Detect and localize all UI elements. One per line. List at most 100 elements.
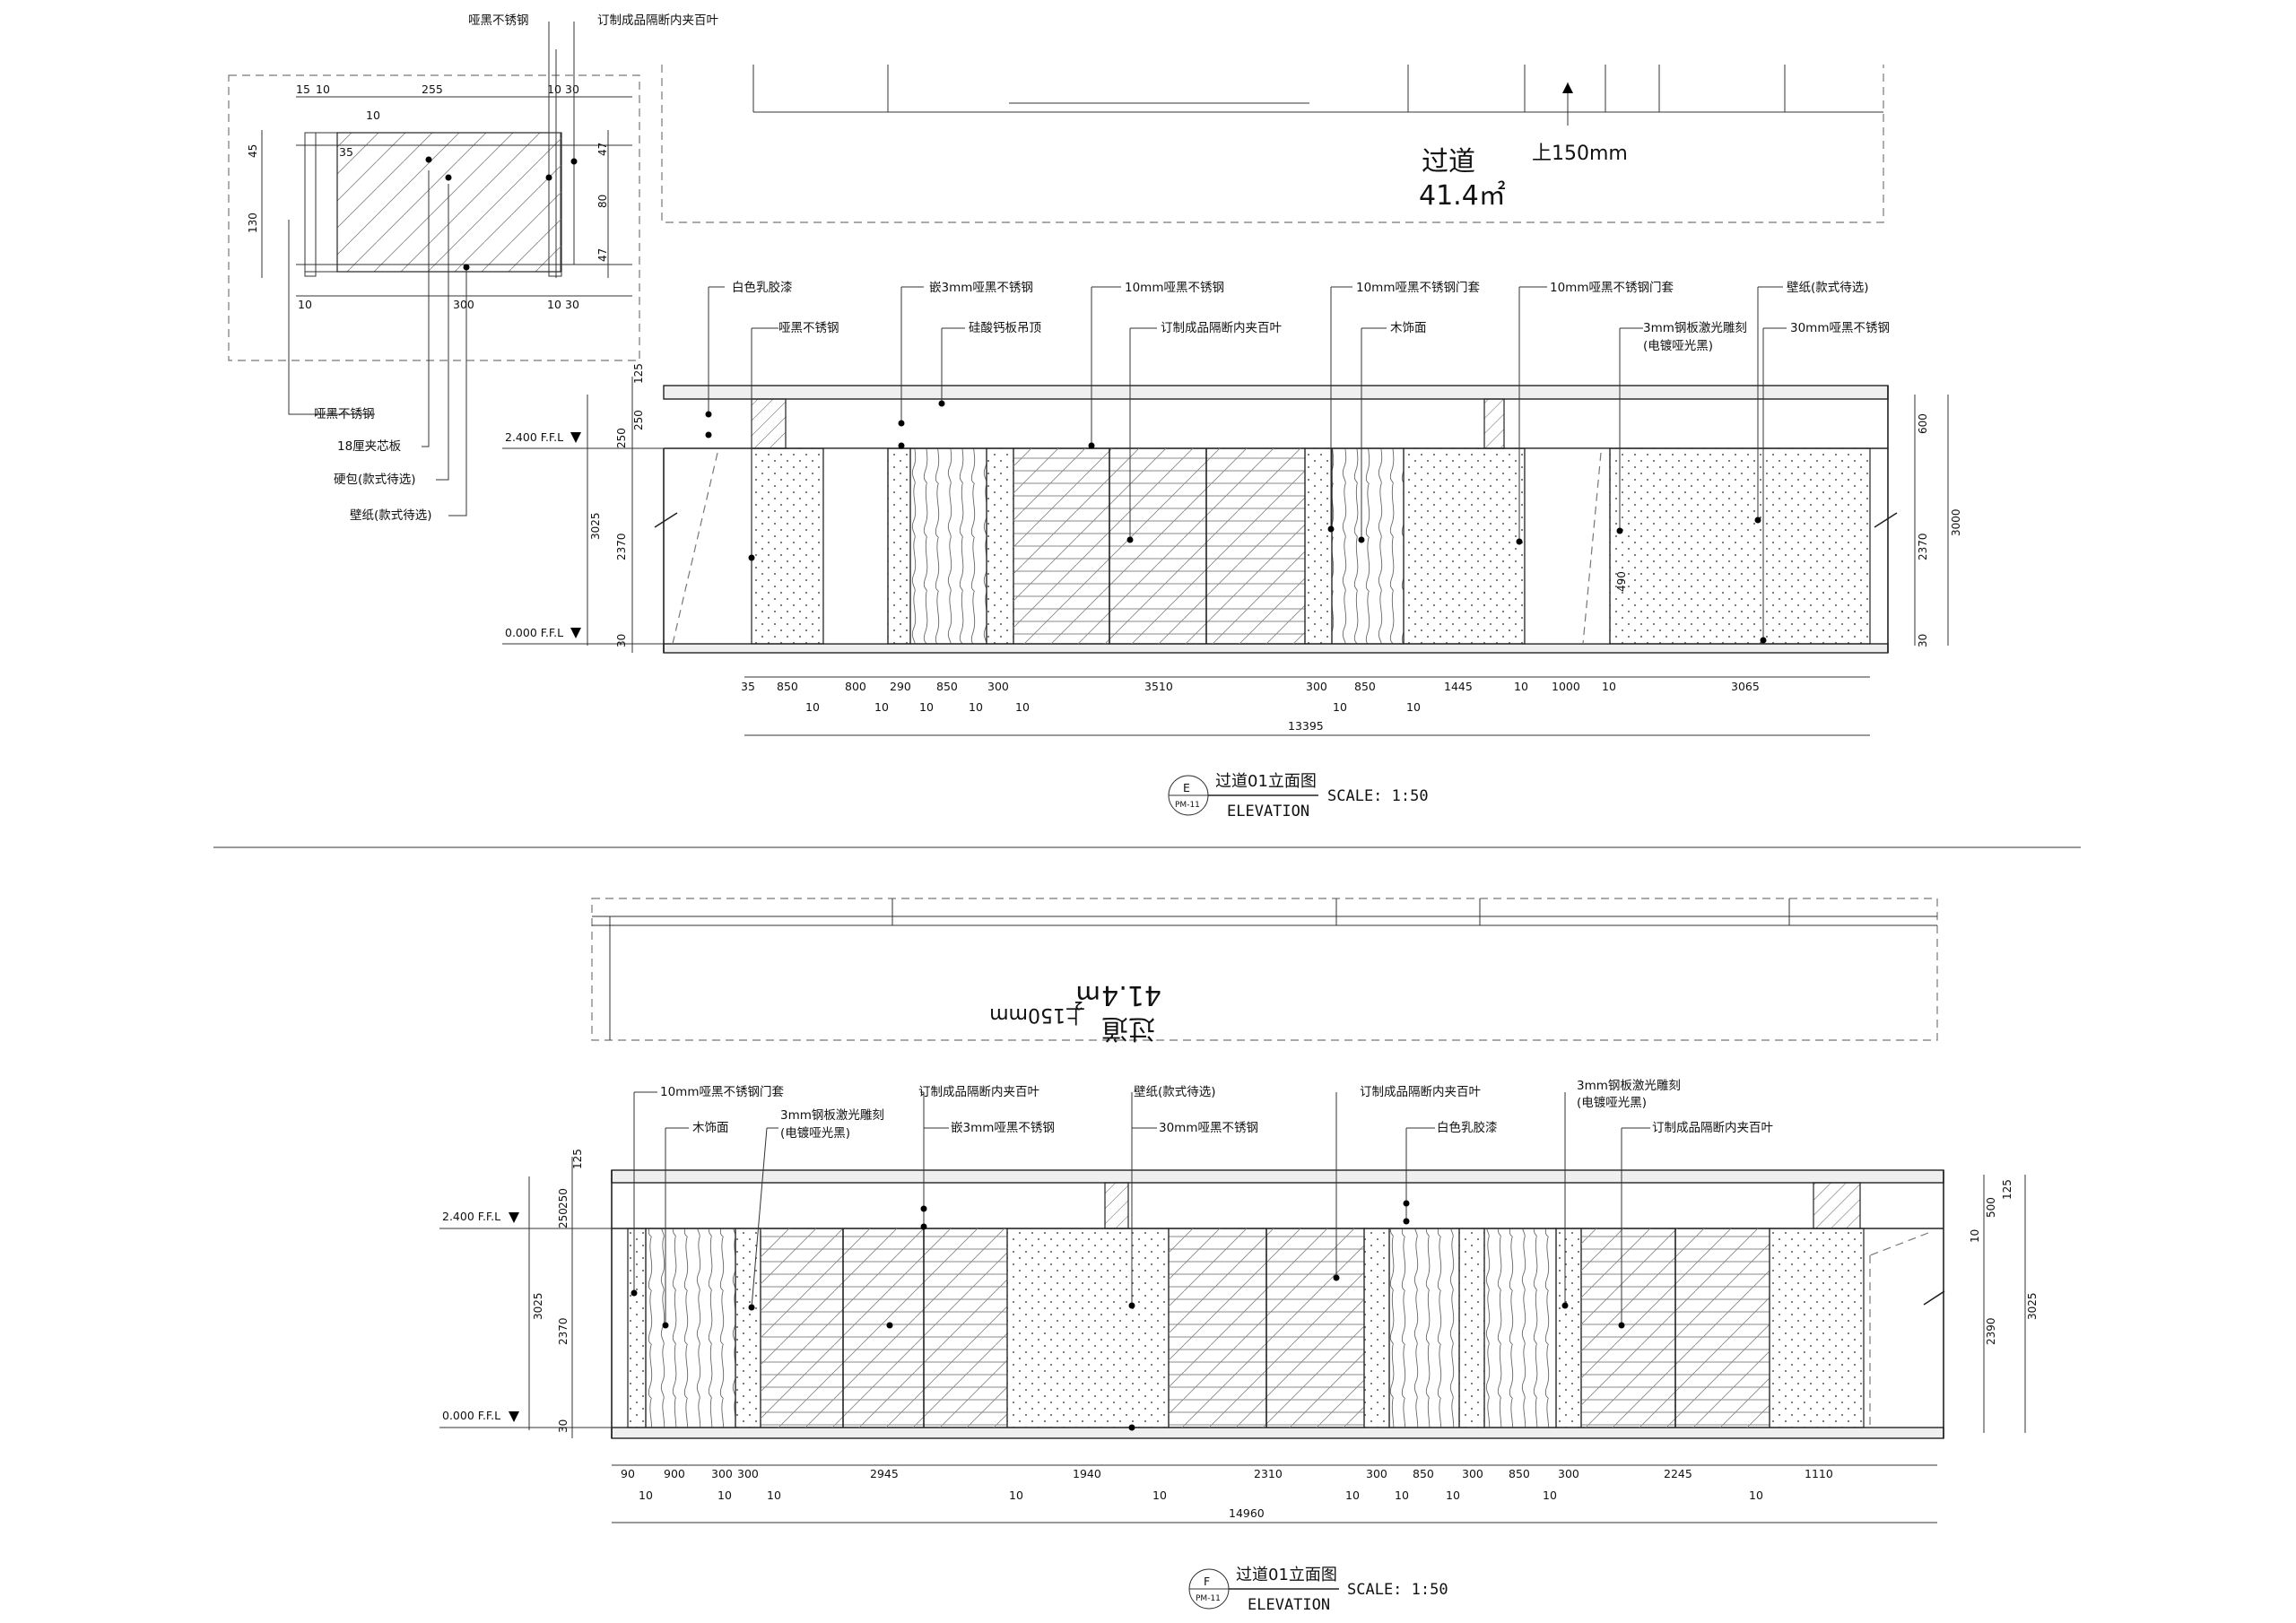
- elev-e-dim-bottom: 800: [845, 680, 866, 693]
- level-bottom-label: 0.000 F.F.L: [505, 626, 563, 639]
- elev-f-dim-sub: 10: [1345, 1488, 1360, 1502]
- elev-f-label: 10mm哑黑不锈钢门套: [660, 1085, 784, 1099]
- elev-f-dim-left: 30: [557, 1419, 570, 1433]
- elev-e-label: 壁纸(款式待选): [1787, 281, 1869, 295]
- plan-arrow-head: [1562, 82, 1573, 93]
- elev-f-dim-bottom: 850: [1413, 1467, 1434, 1480]
- elev-e-dim-left: 2370: [615, 533, 628, 560]
- bulkhead: [1483, 398, 1505, 449]
- wood-veneer-panel: [909, 447, 987, 645]
- steel-strip: [1304, 447, 1333, 645]
- elev-e-label: 订制成品隔断内夹百叶: [1161, 321, 1282, 335]
- louver-glass: [761, 1228, 1007, 1428]
- leader-line: [751, 1127, 768, 1308]
- elev-e-dim-right: 490: [1615, 571, 1628, 592]
- steel-strip: [986, 447, 1014, 645]
- detail-label-top: 哑黑不锈钢: [468, 13, 529, 28]
- elevation-scale: SCALE: 1:50: [1327, 787, 1429, 805]
- steel-strip: [1458, 1228, 1485, 1428]
- elev-f-dim-right: 500: [1985, 1197, 1997, 1218]
- elev-e-dim-bottom: 1000: [1552, 680, 1580, 693]
- steel-strip: [1555, 1228, 1582, 1428]
- elev-f-dim-bottom: 300: [1558, 1467, 1579, 1480]
- detail-dim-bottom: 10: [298, 298, 312, 311]
- door-swing: [1582, 452, 1602, 645]
- elev-e-label: 10mm哑黑不锈钢门套: [1550, 281, 1674, 295]
- elev-f-label: 木饰面: [692, 1121, 729, 1135]
- door-panel: [822, 447, 889, 645]
- steel-strip: [627, 1228, 647, 1428]
- elev-f-dim-left: 3025: [532, 1292, 544, 1320]
- leader-dot: [463, 264, 470, 271]
- elev-e-dim-sub: 10: [1333, 700, 1347, 714]
- leader-line: [436, 184, 449, 481]
- level-triangle: [509, 1411, 519, 1422]
- leader-line: [422, 170, 430, 447]
- elev-f-dim-left: 2370: [557, 1317, 570, 1345]
- elev-f-label: 订制成品隔断内夹百叶: [1652, 1121, 1773, 1135]
- elev-f-dim-left: 250: [557, 1208, 570, 1228]
- elev-f-dim-sub: 10: [1152, 1488, 1167, 1502]
- elev-e-dim-left: 250: [615, 428, 628, 448]
- elev-e-dim-right: 3000: [1950, 508, 1962, 536]
- detail-dim-bottom: 300: [453, 298, 474, 311]
- wallpaper-panel: [1769, 1228, 1865, 1428]
- plan-strip-top: 过道 41.4㎡ 上150mm: [661, 65, 1884, 223]
- detail-dim-top: 10: [547, 82, 561, 96]
- elev-e-label: 白色乳胶漆: [732, 280, 793, 295]
- level-top-label: 2.400 F.F.L: [505, 430, 563, 444]
- elev-f-dim-sub: 10: [1543, 1488, 1557, 1502]
- detail-left-steel: [304, 132, 317, 277]
- elev-e-label: 3mm钢板激光雕刻: [1643, 321, 1747, 335]
- door-panel: [1524, 447, 1611, 645]
- break-mark: [1923, 1290, 1945, 1306]
- elev-f-label: 3mm钢板激光雕刻: [1577, 1079, 1681, 1093]
- detail-dim-bottom: 10: [547, 298, 561, 311]
- elev-f-dim-bottom: 300: [711, 1467, 733, 1480]
- break-mark: [654, 512, 678, 528]
- wood-veneer-panel: [645, 1228, 736, 1428]
- section-detail: 15 10 255 10 30 10 35 45 130 47 80 47 10…: [228, 13, 718, 523]
- elev-f-dim-sub: 10: [1009, 1488, 1023, 1502]
- elevation-marker-letter: E: [1183, 781, 1190, 794]
- elev-e-dim-bottom: 850: [777, 680, 798, 693]
- elev-f-dim-sub: 10: [639, 1488, 653, 1502]
- elev-e-label: 木饰面: [1390, 321, 1427, 335]
- leader-dot: [445, 174, 452, 181]
- detail-dim-inner: 35: [339, 145, 353, 159]
- steel-strip: [1363, 1228, 1390, 1428]
- plan-frame: [591, 898, 1938, 1041]
- level-bottom-label: 0.000 F.F.L: [442, 1409, 500, 1422]
- elev-f-label-note: (电镀哑光黑): [780, 1125, 850, 1141]
- elev-f-label: 嵌3mm哑黑不锈钢: [951, 1121, 1055, 1135]
- louver-glass: [1013, 448, 1305, 644]
- detail-label-bottom: 硬包(款式待选): [334, 473, 416, 487]
- elevation-marker-letter: F: [1204, 1575, 1210, 1588]
- elevation-marker-sheet: PM-11: [1175, 801, 1200, 810]
- elev-e-dim-left: 30: [615, 634, 628, 647]
- elev-f-label: 白色乳胶漆: [1437, 1120, 1498, 1135]
- plan-room-name: 过道: [1101, 1012, 1155, 1044]
- elev-e-dim-sub: 10: [919, 700, 934, 714]
- elev-f-dim-right: 2390: [1985, 1317, 1997, 1345]
- elev-e-dim-bottom: 850: [936, 680, 958, 693]
- wood-veneer-panel: [1331, 447, 1405, 645]
- elev-e-dim-bottom: 1445: [1444, 680, 1473, 693]
- elev-f-dim-sub: 10: [1749, 1488, 1763, 1502]
- bulkhead: [1104, 1182, 1129, 1229]
- steel-strip: [735, 1228, 761, 1428]
- elev-f-label: 3mm钢板激光雕刻: [780, 1108, 884, 1123]
- elev-e-label: 嵌3mm哑黑不锈钢: [929, 281, 1033, 295]
- elev-f-dim-bottom: 300: [1366, 1467, 1387, 1480]
- elevation-e: 2.400 F.F.L 0.000 F.F.L 125 250 250 3025…: [502, 280, 1962, 820]
- elev-f-label: 壁纸(款式待选): [1134, 1085, 1216, 1099]
- elev-f-label: (电镀哑光黑): [1577, 1095, 1647, 1110]
- elev-e-dim-bottom: 300: [1306, 680, 1327, 693]
- plan-note: 上150mm: [1532, 143, 1628, 165]
- elev-e-dim-left: 3025: [589, 512, 602, 540]
- elev-f-dim-right: 3025: [2026, 1292, 2039, 1320]
- detail-label-bottom: 哑黑不锈钢: [314, 407, 375, 421]
- elev-f-dim-right: 10: [1969, 1229, 1981, 1243]
- elev-f-dim-left: 125: [571, 1149, 584, 1169]
